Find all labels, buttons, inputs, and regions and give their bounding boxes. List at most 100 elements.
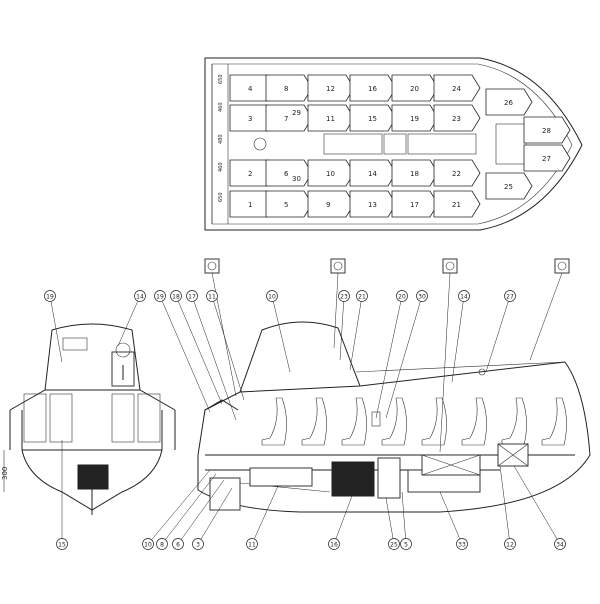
forward-hatch [495,123,527,165]
plan-seat: 30 [292,175,301,183]
plan-seat: 16 [349,74,397,102]
svg-text:5: 5 [404,542,408,549]
plan-seat-number: 22 [452,170,461,178]
wheelhouse [239,321,361,393]
callout-label: 10 [266,290,291,373]
callout-label: 25 [385,497,400,550]
callout-label: 19 [154,290,211,413]
plan-seat-number: 2 [248,170,252,178]
svg-text:8: 8 [160,542,164,549]
front-view: 300 19 14 15 [1,290,176,550]
callout-label: 6 [172,479,225,550]
callout-label: 12 [499,465,516,550]
plan-seats: 1234567891011121314151617181920212223242… [229,74,571,218]
callout-label: 19 [44,290,63,363]
plan-seat-number: 4 [248,85,253,93]
plan-hatch-circle [253,137,267,151]
plan-seat: 20 [391,74,439,102]
front-dimension-label: 300 [1,467,9,480]
plan-seat-number: 11 [326,115,335,123]
plan-seat-number: 21 [452,201,461,209]
plan-seat-number: 13 [368,201,377,209]
callout-label: 21 [349,290,368,371]
plan-seat: 26 [485,88,533,116]
plan-seat-number: 23 [452,115,461,123]
plan-seat: 10 [307,159,355,187]
front-engine [77,464,109,490]
side-seat [421,397,447,446]
svg-text:11: 11 [208,294,216,301]
fuel-tank [249,467,313,487]
side-seat [501,397,527,446]
callout-label: 18 [170,290,223,405]
side-seat [541,397,567,446]
plan-seat-number: 16 [368,85,377,93]
svg-text:16: 16 [330,542,338,549]
side-seat [381,397,407,446]
plan-seat-number: 29 [292,109,301,117]
plan-seat-number: 10 [326,170,335,178]
svg-text:30: 30 [418,294,426,301]
callout-label: 10 [142,469,211,550]
plan-seat-number: 3 [248,115,252,123]
callout-label: 5 [400,491,412,550]
side-deck-line [197,361,566,456]
front-canopy [44,323,141,391]
svg-text:25: 25 [390,542,398,549]
callout-label: 14 [451,290,470,383]
svg-text:19: 19 [46,294,54,301]
callout-label: 14 [117,290,146,347]
side-seat [261,397,287,446]
symbol-icon [204,258,237,397]
symbol-icon [529,258,570,361]
plan-seat: 24 [433,74,481,102]
plan-seat-number: 27 [542,155,551,163]
plan-seat-number: 18 [410,170,419,178]
svg-text:34: 34 [556,542,564,549]
plan-seat: 6 [265,159,313,187]
center-console [323,133,383,155]
plan-seat: 28 [523,116,571,144]
svg-text:14: 14 [136,294,144,301]
plan-seat: 21 [433,190,481,218]
svg-text:21: 21 [358,294,366,301]
side-seat [341,397,367,446]
plan-seat-number: 26 [504,99,513,107]
plan-seat-number: 25 [504,183,513,191]
svg-text:17: 17 [188,294,196,301]
plan-seat-number: 6 [284,170,289,178]
plan-seat: 8 [265,74,313,102]
callout-label: 34 [513,465,566,550]
plan-seat-number: 1 [248,201,252,209]
side-seat [301,397,327,446]
plan-seat: 22 [433,159,481,187]
plan-seat-number: 20 [410,85,419,93]
side-seat [461,397,487,446]
svg-text:10: 10 [144,542,152,549]
side-seats [261,397,567,446]
plan-seat: 7 [265,104,313,132]
plan-seat-number: 17 [410,201,419,209]
plan-seat: 19 [391,104,439,132]
plan-seat: 27 [523,144,571,172]
plan-seat-number: 28 [542,127,551,135]
callout-label: 27 [485,290,516,373]
plan-row-label: 650 [218,192,224,202]
callout-label: 23 [338,290,350,361]
callout-label: 11 [246,485,279,550]
plan-seat: 29 [292,109,301,117]
rudder [209,477,241,511]
callout-label: 15 [56,440,68,550]
plan-seat: 13 [349,190,397,218]
plan-view: 1234567891011121314151617181920212223242… [204,57,583,231]
callout-label: 20 [375,290,408,419]
plan-seat-number: 5 [284,201,288,209]
plan-seat-number: 8 [284,85,288,93]
plan-seat-number: 24 [452,85,461,93]
plan-seat: 5 [265,190,313,218]
callout-label: 8 [156,473,217,550]
svg-text:3: 3 [196,542,200,549]
